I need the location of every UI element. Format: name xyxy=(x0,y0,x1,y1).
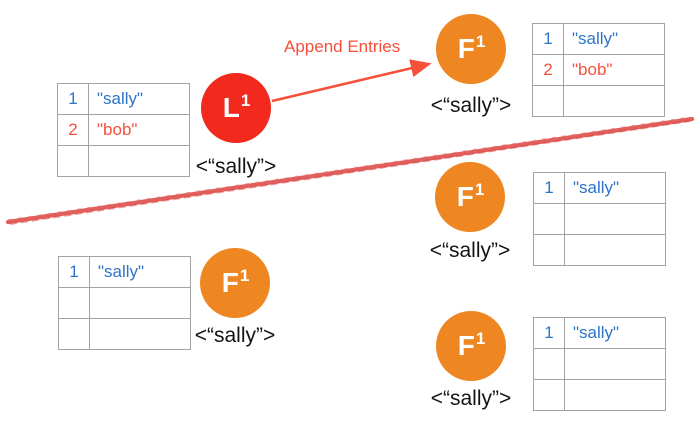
node-letter: F xyxy=(456,181,474,212)
log-index-cell: 2 xyxy=(532,54,564,86)
table-row: 2 "bob" xyxy=(57,114,190,146)
log-index-cell: 1 xyxy=(58,256,90,288)
follower-mid-log-table: 1 "sally" xyxy=(533,172,666,266)
log-index-cell: 1 xyxy=(532,23,564,55)
log-index-cell xyxy=(58,287,90,319)
log-index-cell: 1 xyxy=(533,317,565,349)
table-row: 1 "sally" xyxy=(532,23,665,55)
table-row: 1 "sally" xyxy=(533,172,666,204)
follower-mid-message-label: <“sally”> xyxy=(429,239,511,262)
follower-bottom-right-log-table: 1 "sally" xyxy=(533,317,666,411)
log-index-cell xyxy=(533,203,565,235)
log-value-cell: "sally" xyxy=(88,83,190,115)
table-row xyxy=(533,203,666,235)
log-value-cell xyxy=(564,379,666,411)
follower-bottom-right-message-label: <“sally”> xyxy=(430,387,512,410)
table-row xyxy=(533,379,666,411)
log-value-cell xyxy=(564,348,666,380)
log-index-cell: 1 xyxy=(57,83,89,115)
node-term: 1 xyxy=(474,179,485,199)
node-term: 1 xyxy=(240,90,251,110)
log-value-cell xyxy=(89,287,191,319)
table-row xyxy=(58,287,191,319)
log-value-cell: "sally" xyxy=(564,317,666,349)
table-row: 2 "bob" xyxy=(532,54,665,86)
log-index-cell xyxy=(533,348,565,380)
log-index-cell xyxy=(58,318,90,350)
table-row: 1 "sally" xyxy=(58,256,191,288)
node-letter: F xyxy=(457,33,475,64)
node-term: 1 xyxy=(475,328,486,348)
log-index-cell xyxy=(532,85,564,117)
log-value-cell xyxy=(563,85,665,117)
log-index-cell xyxy=(533,234,565,266)
log-index-cell xyxy=(533,379,565,411)
log-value-cell: "bob" xyxy=(563,54,665,86)
log-value-cell xyxy=(89,318,191,350)
follower-bottom-left-log-table: 1 "sally" xyxy=(58,256,191,350)
log-index-cell: 1 xyxy=(533,172,565,204)
table-row xyxy=(58,318,191,350)
table-row: 1 "sally" xyxy=(533,317,666,349)
node-letter: F xyxy=(457,330,475,361)
node-term: 1 xyxy=(239,265,250,285)
log-index-cell xyxy=(57,145,89,177)
node-letter: L xyxy=(222,92,240,123)
log-value-cell xyxy=(564,203,666,235)
node-letter: F xyxy=(221,267,239,298)
log-index-cell: 2 xyxy=(57,114,89,146)
table-row xyxy=(533,234,666,266)
follower-top-log-table: 1 "sally" 2 "bob" xyxy=(532,23,665,117)
log-value-cell: "sally" xyxy=(563,23,665,55)
append-entries-label: Append Entries xyxy=(284,37,401,56)
table-row xyxy=(57,145,190,177)
follower-top-message-label: <“sally”> xyxy=(430,94,512,117)
leader-message-label: <“sally”> xyxy=(195,155,277,178)
follower-bottom-left-message-label: <“sally”> xyxy=(194,324,276,347)
log-value-cell: "bob" xyxy=(88,114,190,146)
node-term: 1 xyxy=(475,31,486,51)
log-value-cell: "sally" xyxy=(89,256,191,288)
log-value-cell xyxy=(564,234,666,266)
log-value-cell: "sally" xyxy=(564,172,666,204)
table-row: 1 "sally" xyxy=(57,83,190,115)
table-row xyxy=(533,348,666,380)
table-row xyxy=(532,85,665,117)
